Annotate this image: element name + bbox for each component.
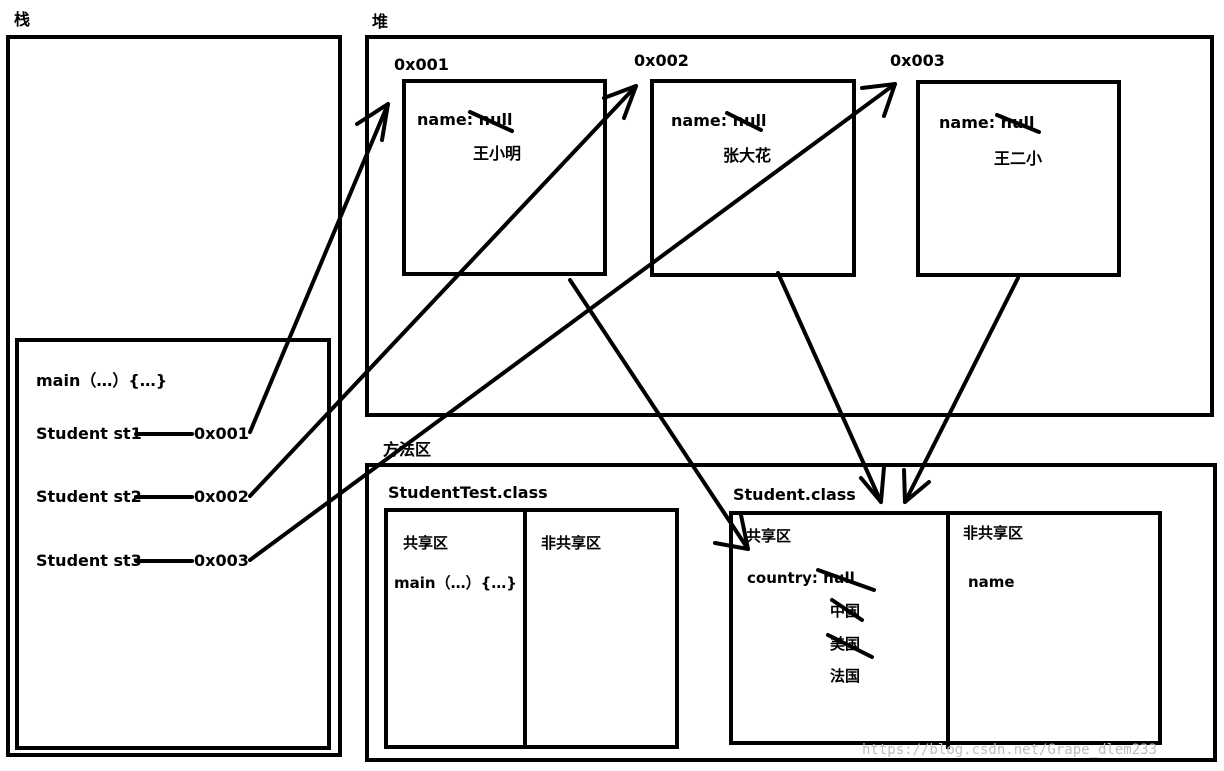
heap-object-3-value: 王二小	[994, 149, 1043, 168]
heap-object-1-addr: 0x001	[394, 55, 449, 74]
main-stack-frame	[15, 338, 331, 750]
heap-object-3-field: name: null	[939, 113, 1035, 132]
student-country-field: country: null	[747, 569, 855, 587]
heap-object-3	[916, 80, 1121, 277]
stack-title: 栈	[14, 10, 31, 29]
studenttest-shared-content: main（…）{…}	[394, 574, 517, 592]
studenttest-divider	[523, 510, 527, 748]
stack-var-st3: Student st3	[36, 551, 142, 570]
student-class-box	[729, 511, 1162, 745]
heap-object-1-field: name: null	[417, 110, 513, 129]
heap-object-1-value: 王小明	[473, 144, 522, 163]
heap-object-3-addr: 0x003	[890, 51, 945, 70]
heap-object-2-field: name: null	[671, 111, 767, 130]
main-method-label: main（…）{…}	[36, 371, 168, 390]
heap-object-2	[650, 79, 856, 277]
student-country-value-3: 法国	[830, 667, 861, 685]
stack-var-st1: Student st1	[36, 424, 142, 443]
watermark: https://blog.csdn.net/Grape_dlem233	[862, 742, 1158, 758]
heap-object-2-value: 张大花	[723, 146, 772, 165]
student-class-name: Student.class	[733, 485, 856, 504]
heap-object-1	[402, 79, 607, 276]
stack-var-st2: Student st2	[36, 487, 142, 506]
stack-var-st1-addr: 0x001	[194, 424, 249, 443]
student-nonshared-label: 非共享区	[963, 524, 1024, 542]
heap-object-2-addr: 0x002	[634, 51, 689, 70]
method-area-title: 方法区	[383, 440, 432, 459]
student-country-value-1: 中国	[830, 602, 861, 620]
student-shared-label: 共享区	[746, 527, 792, 545]
student-country-value-2: 美国	[830, 635, 861, 653]
heap-title: 堆	[372, 12, 389, 31]
studenttest-shared-label: 共享区	[403, 534, 449, 552]
stack-var-st3-addr: 0x003	[194, 551, 249, 570]
student-divider	[946, 513, 950, 749]
studenttest-class-name: StudentTest.class	[388, 483, 548, 502]
studenttest-nonshared-label: 非共享区	[541, 534, 602, 552]
stack-var-st2-addr: 0x002	[194, 487, 249, 506]
student-nonshared-content: name	[968, 573, 1015, 591]
